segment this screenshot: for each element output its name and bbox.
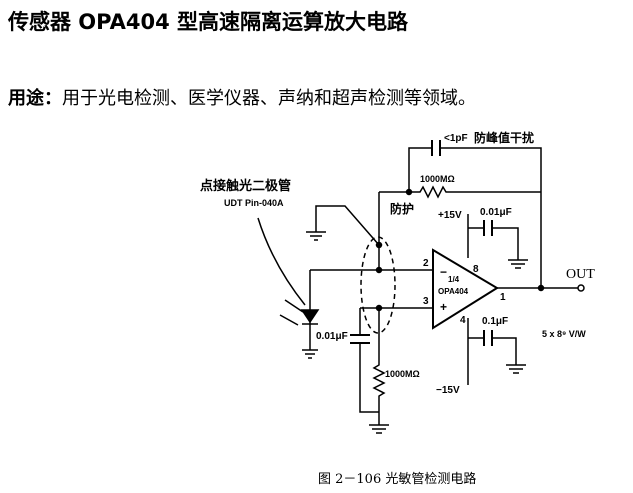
usage-text: 用于光电检测、医学仪器、声纳和超声检测等领域。 xyxy=(62,88,476,109)
pin2: 2 xyxy=(423,258,429,269)
vneg-label: −15V xyxy=(436,385,460,396)
feedback-res-label: 1000MΩ xyxy=(420,174,455,184)
guard-ring xyxy=(360,236,396,334)
diode-label: 点接触光二极管 xyxy=(200,178,291,194)
input-cap-label: 0.01μF xyxy=(316,331,348,342)
plus-sign: + xyxy=(440,300,447,314)
feedback-note: 防峰值干扰 xyxy=(474,130,534,145)
guard-label: 防护 xyxy=(390,201,414,216)
usage-label: 用途： xyxy=(8,88,62,109)
cap-pos-label: 0.01μF xyxy=(480,207,512,218)
minus-sign: − xyxy=(440,265,447,279)
vpos-label: +15V xyxy=(438,210,462,221)
out-label: OUT xyxy=(566,267,595,282)
page-title: 传感器 OPA404 型高速隔离运算放大电路 xyxy=(8,10,409,34)
figure-caption: 图 2－106 光敏管检测电路 xyxy=(318,472,477,487)
opamp-symbol xyxy=(432,248,499,330)
gain-label: 5 x 8⁹ V/W xyxy=(542,329,586,339)
opamp-name: OPA404 xyxy=(438,287,469,296)
feedback-network xyxy=(378,140,542,288)
usage-line: 用途：用于光电检测、医学仪器、声纳和超声检测等领域。 xyxy=(8,84,476,110)
pin1: 1 xyxy=(500,292,506,303)
opamp-fraction: 1/4 xyxy=(448,275,460,284)
pin8: 8 xyxy=(473,264,479,275)
input-res-label: 1000MΩ xyxy=(385,369,420,379)
pin3: 3 xyxy=(423,296,429,307)
cap-neg-label: 0.1μF xyxy=(482,316,508,327)
diode-part: UDT Pin-040A xyxy=(224,198,284,208)
photodiode xyxy=(257,217,320,359)
feedback-cap-label: <1pF xyxy=(444,133,468,144)
pin4: 4 xyxy=(460,315,466,326)
